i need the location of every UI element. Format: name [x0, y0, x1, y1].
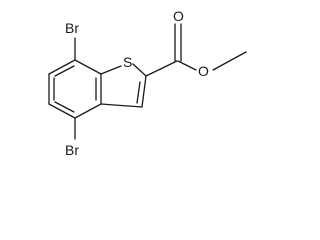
- sulfur-label: S: [123, 54, 132, 70]
- bond-c2-c3-outer: [141, 75, 147, 108]
- bond-c3-c3a: [100, 103, 143, 108]
- bond-c5-c4: [48, 103, 76, 119]
- bromine-bottom-label: Br: [65, 142, 79, 158]
- bond-s-c2: [132, 63, 147, 77]
- molecule-structure-diagram: Br Br S O O: [48, 8, 247, 158]
- bond-c7-c6: [48, 59, 76, 75]
- bond-carbonyl-ester-o: [177, 60, 197, 71]
- bond-c2-c3-inner: [136, 81, 141, 104]
- bond-c2-carbonyl: [145, 60, 178, 77]
- bond-c7a-c7: [74, 59, 102, 75]
- ester-oxygen-label: O: [198, 63, 209, 79]
- bond-c7a-s: [100, 65, 122, 75]
- bond-ester-o-methyl: [212, 51, 247, 71]
- bond-c4-c3a: [74, 103, 102, 119]
- carbonyl-oxygen-label: O: [173, 8, 184, 24]
- bond-c5-c4-inner: [54, 101, 75, 113]
- bond-c7-c6-inner: [54, 65, 75, 77]
- bromine-top-label: Br: [65, 20, 79, 36]
